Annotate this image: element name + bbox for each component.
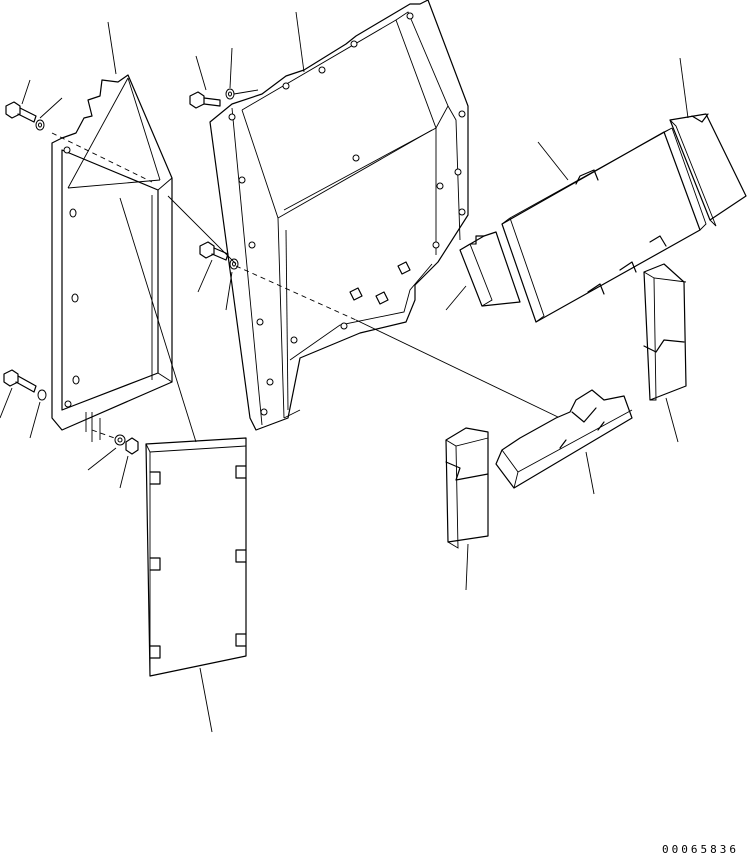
far-right-top-pad	[669, 57, 747, 227]
left-side-cover	[51, 74, 173, 431]
drawing-number: 00065836	[662, 843, 739, 856]
upper-right-pad	[501, 127, 707, 323]
left-upper-washer	[35, 119, 45, 131]
lower-stud-and-nut	[85, 412, 139, 489]
left-upper-bolt	[5, 101, 37, 123]
right-vertical-pad	[643, 263, 687, 443]
small-left-pad	[445, 231, 521, 311]
middle-center-bolt	[197, 241, 239, 311]
left-lower-washer	[37, 389, 47, 401]
center-main-cover	[209, 0, 469, 431]
bottom-vertical-pad	[445, 427, 489, 591]
front-flat-panel	[145, 437, 247, 677]
horizontal-bar-pad	[495, 389, 633, 495]
left-lower-bolt	[3, 369, 37, 393]
top-center-bolt	[189, 47, 259, 109]
